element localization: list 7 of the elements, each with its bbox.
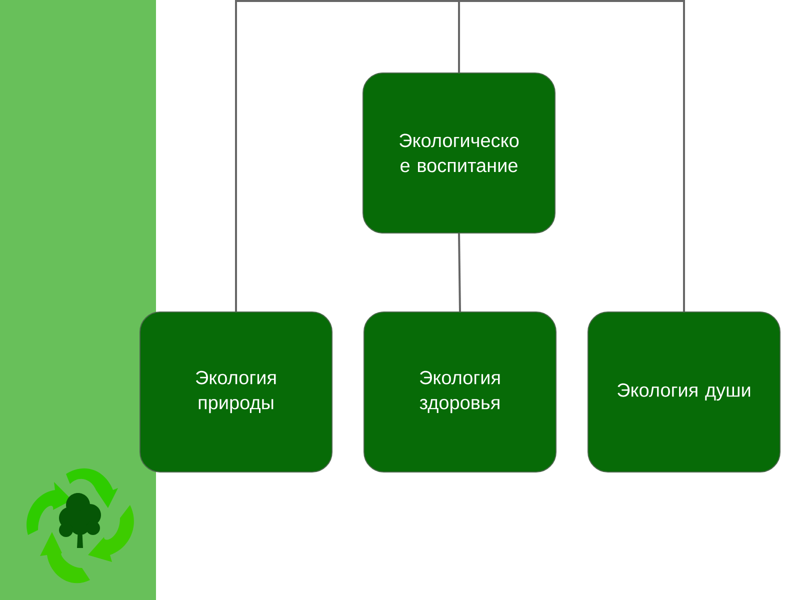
connector-line: [235, 0, 460, 312]
concept-box: Экология природы: [140, 312, 332, 472]
connector-line: [458, 233, 461, 312]
concept-box: Экология души: [588, 312, 780, 472]
connector-line: [458, 0, 685, 312]
concept-box: Экологическо е воспитание: [362, 72, 556, 234]
concept-box: Экология здоровья: [364, 312, 556, 472]
